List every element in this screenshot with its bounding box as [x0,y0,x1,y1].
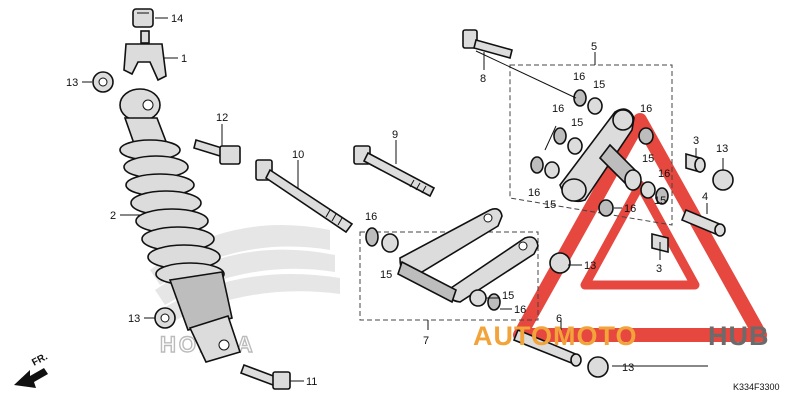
brand-right: HUB [708,321,770,351]
part-15-bearing-d [640,181,656,199]
callout-16e: 16 [658,168,670,180]
part-9-bolt [353,145,436,198]
callout-7: 7 [423,335,429,347]
callout-3b: 3 [656,263,662,275]
part-16-seal-e [655,187,669,205]
callout-12: 12 [216,112,228,124]
callout-15g: 15 [502,290,514,302]
callout-13b: 13 [128,313,140,325]
callout-15f: 15 [380,269,392,281]
part-16-seal-c [530,156,544,174]
callout-16f: 16 [624,203,636,215]
callout-15a: 15 [593,79,605,91]
callout-9: 9 [392,129,398,141]
part-12-bolt [193,138,241,165]
callout-labels: 14 1 13 2 13 11 12 10 9 8 5 16 15 16 15 … [66,13,728,388]
part-2-shock-absorber [119,88,242,363]
callout-8: 8 [480,73,486,85]
part-5-shock-arm [559,108,642,203]
automotohub-logo: AUTOMOTO HUB [473,321,770,351]
direction-label: FR. [30,351,50,368]
callout-6: 6 [556,313,562,325]
leader-lines [82,17,724,382]
part-13-nut-middle [549,252,571,274]
part-13-nut-right [712,169,734,191]
group-box-5 [509,64,673,226]
part-15-bearing-a [587,97,603,115]
part-6-bolt [512,328,582,367]
callout-14: 14 [171,13,183,25]
part-3-collar-upper [685,152,706,174]
callout-13d: 13 [584,260,596,272]
callout-15b: 15 [571,117,583,129]
callout-15e: 15 [654,195,666,207]
callout-16h: 16 [514,304,526,316]
part-16-seal-d [638,127,654,145]
callout-3a: 3 [693,135,699,147]
part-14-nut [132,8,154,28]
part-13-nut-lower [154,307,176,329]
part-8-bolt [462,29,513,59]
diagram-code: K334F3300 [733,382,780,392]
callout-13e: 13 [622,362,634,374]
callout-4: 4 [702,191,708,203]
callout-15d: 15 [642,153,654,165]
part-16-seal-f [598,199,614,217]
front-direction-arrow [14,368,48,388]
callout-16g: 16 [365,211,377,223]
part-15-bearing-left [381,233,399,253]
part-4-collar [680,208,726,237]
part-16-seal-a [573,89,587,107]
part-11-bolt [239,363,291,390]
part-16-seal-left [365,227,379,247]
part-13-nut-left [92,71,114,93]
callout-13a: 13 [66,77,78,89]
callout-16a: 16 [573,71,585,83]
part-16-seal-b [553,127,567,145]
callout-16c: 16 [640,103,652,115]
part-7-link-plates [397,208,539,304]
callout-5: 5 [591,41,597,53]
part-16-seal-lower [487,293,501,311]
part-13-nut-bottom [587,356,609,378]
part-10-bolt [255,159,354,234]
callout-2: 2 [110,210,116,222]
callout-1: 1 [181,53,187,65]
part-15-bearing-b [567,137,583,155]
wing-logo-watermark [150,225,340,322]
brand-left: AUTOMOTO [473,321,638,351]
part-15-bearing-c [544,161,560,179]
callout-16d: 16 [528,187,540,199]
callout-11: 11 [306,376,317,388]
callout-13c: 13 [716,143,728,155]
callout-15c: 15 [544,199,556,211]
part-15-bearing-lower [469,289,487,307]
callout-10: 10 [292,149,304,161]
callout-16b: 16 [552,103,564,115]
part-1-bracket [123,30,167,82]
